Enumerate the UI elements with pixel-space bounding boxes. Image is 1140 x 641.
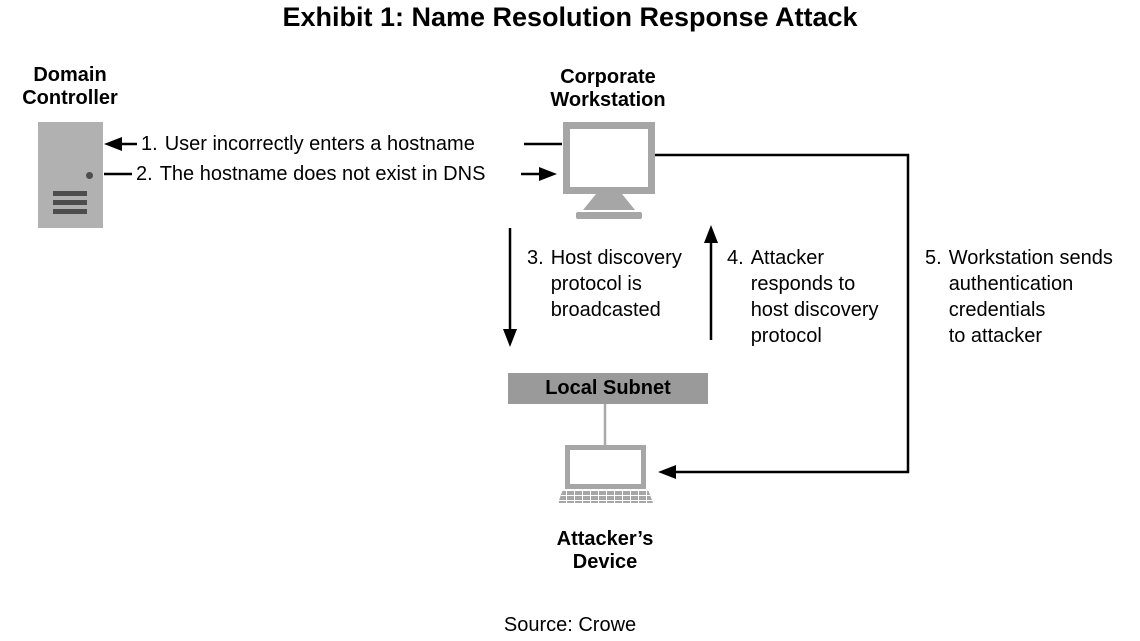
step-2-label: 2. The hostname does not exist in DNS <box>136 161 485 187</box>
step-3-label: 3. Host discovery protocol is broadcaste… <box>527 245 682 323</box>
step-3-text: Host discovery protocol is broadcasted <box>550 247 682 321</box>
domain-controller-server-icon <box>38 122 103 228</box>
step-4-text: Attacker responds to host discovery prot… <box>750 247 879 347</box>
server-vent-icon <box>53 191 87 196</box>
step-4-number: 4. <box>727 247 744 269</box>
server-vent-icon <box>53 200 87 205</box>
step2-arrowhead-right-icon <box>539 167 557 181</box>
monitor-screen-icon <box>563 122 655 194</box>
step-2-text: The hostname does not exist in DNS <box>159 163 486 185</box>
step3-arrowhead-down-icon <box>503 329 517 347</box>
server-led-icon <box>86 172 93 179</box>
monitor-base-icon <box>576 212 642 219</box>
laptop-screen-icon <box>565 445 646 489</box>
step-1-number: 1. <box>141 133 158 155</box>
step1-arrowhead-left-icon <box>104 137 122 151</box>
domain-controller-label: Domain Controller <box>22 64 118 109</box>
workstation-monitor-icon <box>563 122 655 219</box>
step5-path <box>655 153 910 474</box>
server-vent-icon <box>53 209 87 214</box>
local-subnet-bar: Local Subnet <box>508 373 708 404</box>
laptop-keyboard-icon <box>558 490 653 503</box>
source-credit: Source: Crowe <box>503 614 637 636</box>
step-4-label: 4. Attacker responds to host discovery p… <box>727 245 879 349</box>
monitor-stand-icon <box>583 194 635 210</box>
step4-arrowhead-up-icon <box>704 225 718 243</box>
step-5-text: Workstation sends authentication credent… <box>948 247 1113 347</box>
attacker-laptop-icon <box>558 445 653 503</box>
step-2-number: 2. <box>136 163 153 185</box>
step-1-text: User incorrectly enters a hostname <box>164 133 475 155</box>
diagram-title: Exhibit 1: Name Resolution Response Atta… <box>282 2 858 32</box>
step-5-label: 5. Workstation sends authentication cred… <box>925 245 1113 349</box>
attackers-device-label: Attacker’s Device <box>556 528 654 573</box>
corporate-workstation-label: Corporate Workstation <box>550 66 666 111</box>
step-5-number: 5. <box>925 247 942 269</box>
step-3-number: 3. <box>527 247 544 269</box>
step-1-label: 1. User incorrectly enters a hostname <box>141 131 475 157</box>
step5-arrowhead-left-icon <box>658 465 676 479</box>
